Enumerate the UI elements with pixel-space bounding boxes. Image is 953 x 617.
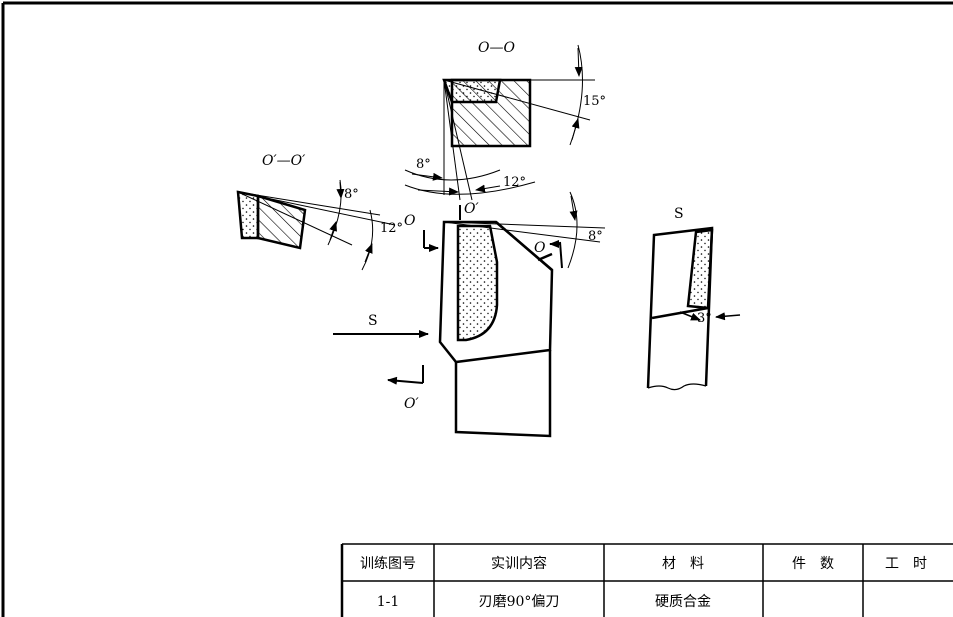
cell-drawing-no: 1-1 — [377, 594, 400, 610]
angle-12-top: 12° — [503, 175, 526, 190]
o-prime-bottom-label: O′ — [404, 396, 419, 412]
angle-3: 3° — [697, 311, 712, 326]
header-drawing-no: 训练图号 — [360, 556, 416, 572]
angle-12-left: 12° — [380, 221, 403, 236]
o-prime-top-label: O′ — [464, 201, 479, 217]
title-block: 训练图号 实训内容 材 料 件 数 工 时 1-1 刃磨90°偏刀 硬质合金 — [340, 543, 953, 617]
view-s-label: S — [674, 206, 684, 222]
main-tool-view: O 8° O O′ O′ S — [333, 191, 606, 438]
feed-s-label: S — [368, 313, 378, 329]
section-o-o: O—O 15° 8° 12° — [404, 40, 606, 201]
angle-8-right: 8° — [588, 229, 603, 244]
o-marker-top-left: O — [404, 213, 416, 229]
view-s: S 3° — [646, 206, 741, 391]
angle-8-top: 8° — [416, 157, 431, 172]
header-quantity: 件 数 — [792, 556, 834, 572]
header-content: 实训内容 — [491, 555, 547, 572]
header-hours: 工 时 — [885, 556, 927, 572]
angle-15: 15° — [583, 94, 606, 109]
section-o-prime-label: O′—O′ — [262, 153, 306, 169]
section-o-prime: O′—O′ 8° 12° — [236, 153, 403, 271]
o-marker-label: O — [534, 240, 546, 256]
header-material: 材 料 — [662, 556, 704, 572]
cell-content: 刃磨90°偏刀 — [479, 594, 560, 610]
angle-8-left: 8° — [344, 187, 359, 202]
cell-material: 硬质合金 — [655, 594, 711, 610]
section-o-o-label: O—O — [478, 40, 515, 56]
